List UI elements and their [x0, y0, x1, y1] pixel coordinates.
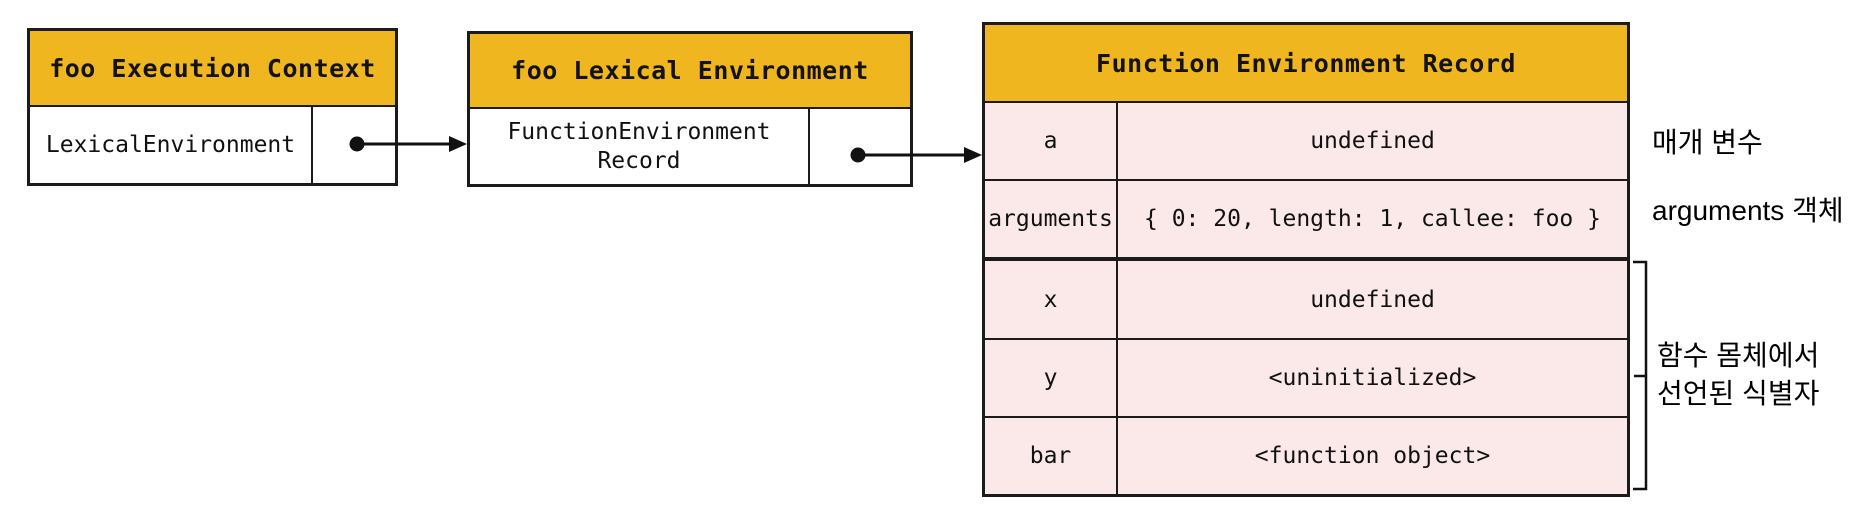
lexical-environment-title: foo Lexical Environment — [470, 34, 910, 109]
execution-context-box: foo Execution Context LexicalEnvironment — [27, 28, 398, 186]
function-environment-record-title: Function Environment Record — [985, 25, 1627, 103]
arrow-head-icon — [449, 136, 467, 152]
record-row-a: a undefined — [985, 103, 1627, 180]
record-row-bar: bar <function object> — [985, 415, 1627, 495]
execution-context-pointer-cell — [313, 107, 395, 183]
body-declared-identifiers-annotation: 함수 몸체에서 선언된 식별자 — [1657, 340, 1820, 409]
record-key: a — [985, 103, 1118, 180]
function-environment-record-box: Function Environment Record a undefined … — [982, 22, 1630, 497]
record-key: x — [985, 261, 1118, 338]
record-row-arguments: arguments { 0: 20, length: 1, callee: fo… — [985, 179, 1627, 258]
execution-context-body: LexicalEnvironment — [30, 107, 395, 183]
lexical-environment-pointer-cell — [810, 109, 910, 184]
lexical-environment-box: foo Lexical Environment FunctionEnvironm… — [467, 31, 913, 187]
record-key: bar — [985, 417, 1118, 495]
record-value: <uninitialized> — [1268, 364, 1477, 391]
function-environment-record-slot: FunctionEnvironment Record — [470, 109, 810, 184]
record-value: { 0: 20, length: 1, callee: foo } — [1144, 206, 1601, 233]
execution-context-title: foo Execution Context — [30, 31, 395, 107]
arguments-object-annotation: arguments 객체 — [1652, 195, 1844, 226]
record-value: undefined — [1310, 286, 1435, 313]
record-rows: a undefined arguments { 0: 20, length: 1… — [985, 103, 1627, 495]
lexical-environment-slot: LexicalEnvironment — [30, 107, 313, 183]
record-key: y — [985, 339, 1118, 416]
parameter-annotation: 매개 변수 — [1652, 127, 1763, 158]
lexical-environment-body: FunctionEnvironment Record — [470, 109, 910, 184]
group-bracket — [1633, 260, 1648, 491]
record-row-y: y <uninitialized> — [985, 337, 1627, 416]
record-value: undefined — [1310, 128, 1435, 155]
record-value: <function object> — [1254, 442, 1491, 469]
record-row-x: x undefined — [985, 257, 1627, 338]
arrow-head-icon — [964, 147, 982, 163]
record-key: arguments — [985, 181, 1118, 258]
